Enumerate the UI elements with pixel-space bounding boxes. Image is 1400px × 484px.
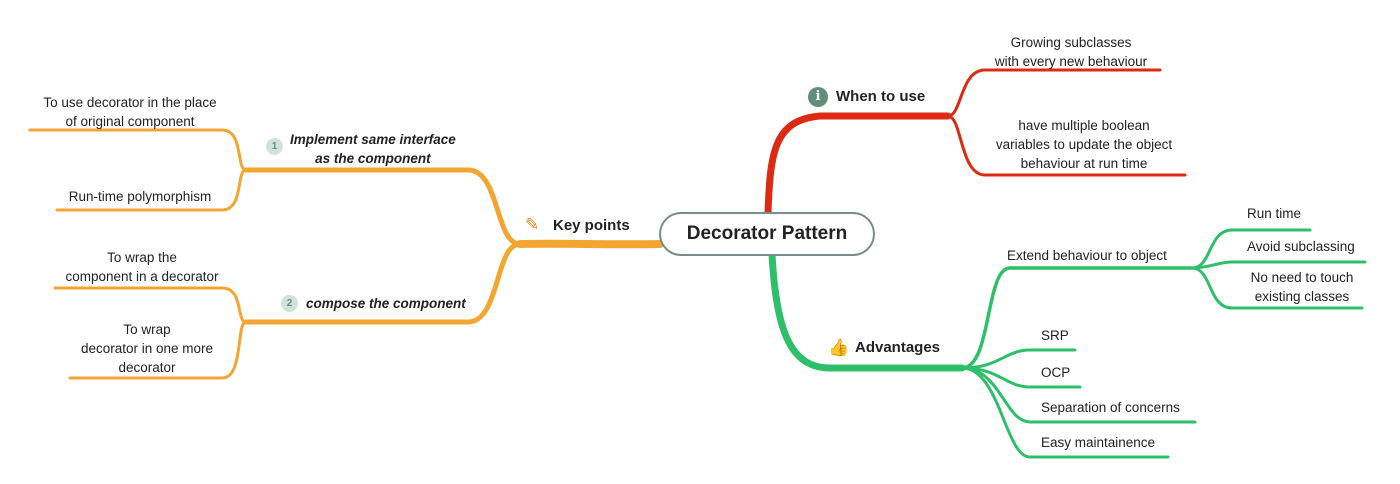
center-node[interactable]: Decorator Pattern [659, 212, 875, 256]
leaf-growing-subclasses[interactable]: Growing subclasses with every new behavi… [995, 33, 1147, 71]
connector-advantages-extend [960, 266, 1194, 370]
leaf-decorator-place[interactable]: To use decorator in the place of origina… [43, 93, 216, 131]
leaf-line: decorator [118, 360, 176, 375]
branch-key-points[interactable]: Key points [553, 217, 630, 234]
connector-keypoints-sub2 [243, 241, 523, 325]
leaf-line: of original component [65, 114, 195, 129]
connector-sub2-leaf2 [68, 320, 248, 380]
node-extend-behaviour[interactable]: Extend behaviour to object [1007, 248, 1167, 263]
leaf-line: To wrap [123, 322, 171, 337]
connector-when-leaf1 [946, 68, 1162, 118]
leaf-no-need-to-touch[interactable]: No need to touch existing classes [1251, 268, 1354, 306]
leaf-easy-maintainence[interactable]: Easy maintainence [1041, 435, 1156, 450]
leaf-run-time[interactable]: Run time [1247, 206, 1302, 221]
branch-when-to-use[interactable]: When to use [836, 88, 926, 105]
sub1-line2: as the component [315, 151, 431, 166]
connector-center-when [764, 112, 952, 218]
leaf-separation-of-concerns[interactable]: Separation of concerns [1041, 400, 1180, 415]
sub-compose-component[interactable]: compose the component [306, 294, 466, 313]
info-icon: i [808, 87, 828, 107]
leaf-line: behaviour at run time [1020, 156, 1148, 171]
leaf-avoid-subclassing[interactable]: Avoid subclassing [1247, 239, 1355, 254]
sub1-line1: Implement same interface [290, 132, 456, 147]
leaf-line: No need to touch [1250, 270, 1354, 285]
branch-advantages[interactable]: Advantages [855, 339, 941, 356]
connector-keypoints-sub1 [243, 167, 523, 247]
connector-sub2-leaf1 [53, 286, 248, 324]
leaf-ocp[interactable]: OCP [1041, 365, 1071, 380]
connector-sub1-leaf1 [28, 128, 248, 172]
connector-advantages-item4 [960, 366, 1170, 459]
leaf-line: Growing subclasses [1010, 35, 1132, 50]
leaf-line: component in a decorator [65, 269, 219, 284]
pencil-icon: ✎ [525, 215, 540, 234]
connector-sub1-leaf2 [55, 168, 248, 212]
leaf-runtime-polymorphism[interactable]: Run-time polymorphism [69, 187, 212, 206]
sub2-badge: 2 [281, 295, 298, 312]
sub2-line1: compose the component [306, 296, 466, 311]
leaf-line: To use decorator in the place [43, 95, 217, 110]
leaf-line: with every new behaviour [994, 54, 1148, 69]
connector-extend-child3 [1190, 266, 1364, 310]
sub1-badge: 1 [266, 138, 283, 155]
connector-center-keypoints [516, 239, 664, 249]
leaf-line: variables to update the object [995, 137, 1173, 152]
leaf-wrap-decorator[interactable]: To wrap decorator in one more decorator [81, 320, 213, 377]
connector-when-leaf2 [946, 114, 1187, 177]
sub-implement-interface[interactable]: Implement same interface as the componen… [290, 130, 456, 168]
leaf-boolean-variables[interactable]: have multiple boolean variables to updat… [996, 116, 1172, 173]
connector-center-advantages [768, 250, 966, 372]
leaf-line: existing classes [1254, 289, 1350, 304]
leaf-line: have multiple boolean [1018, 118, 1150, 133]
leaf-wrap-component[interactable]: To wrap the component in a decorator [65, 248, 218, 286]
leaf-srp[interactable]: SRP [1041, 328, 1069, 343]
leaf-line: Run-time polymorphism [68, 189, 212, 204]
leaf-line: decorator in one more [80, 341, 214, 356]
leaf-line: To wrap the [107, 250, 177, 265]
thumbs-up-icon: 👍 [828, 338, 850, 357]
